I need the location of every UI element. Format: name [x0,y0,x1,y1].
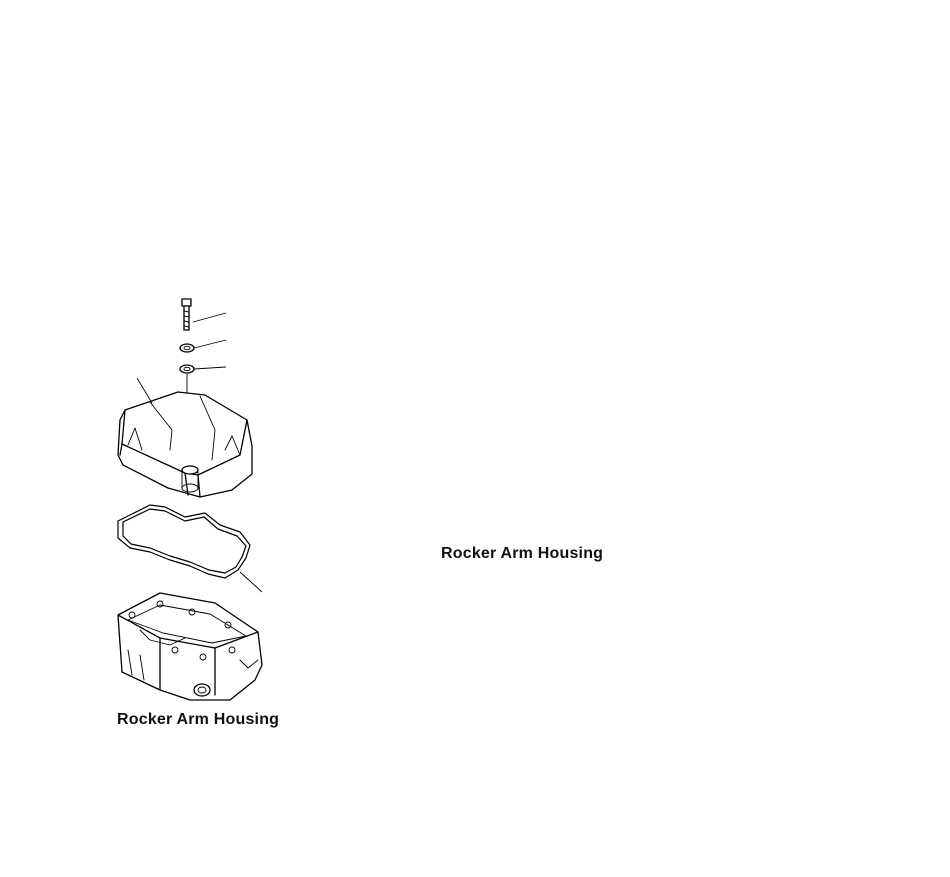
left-valve-cover [117,391,253,498]
left-bolt [181,298,192,331]
left-washer-2 [179,364,195,374]
left-gasket [117,504,251,579]
housing-label-left: Rocker Arm Housing [117,711,280,728]
housing-label-middle: Rocker Arm Housing [441,545,604,562]
left-rocker-housing [117,592,263,701]
left-assembly [117,298,263,701]
left-washer-1 [179,343,195,353]
